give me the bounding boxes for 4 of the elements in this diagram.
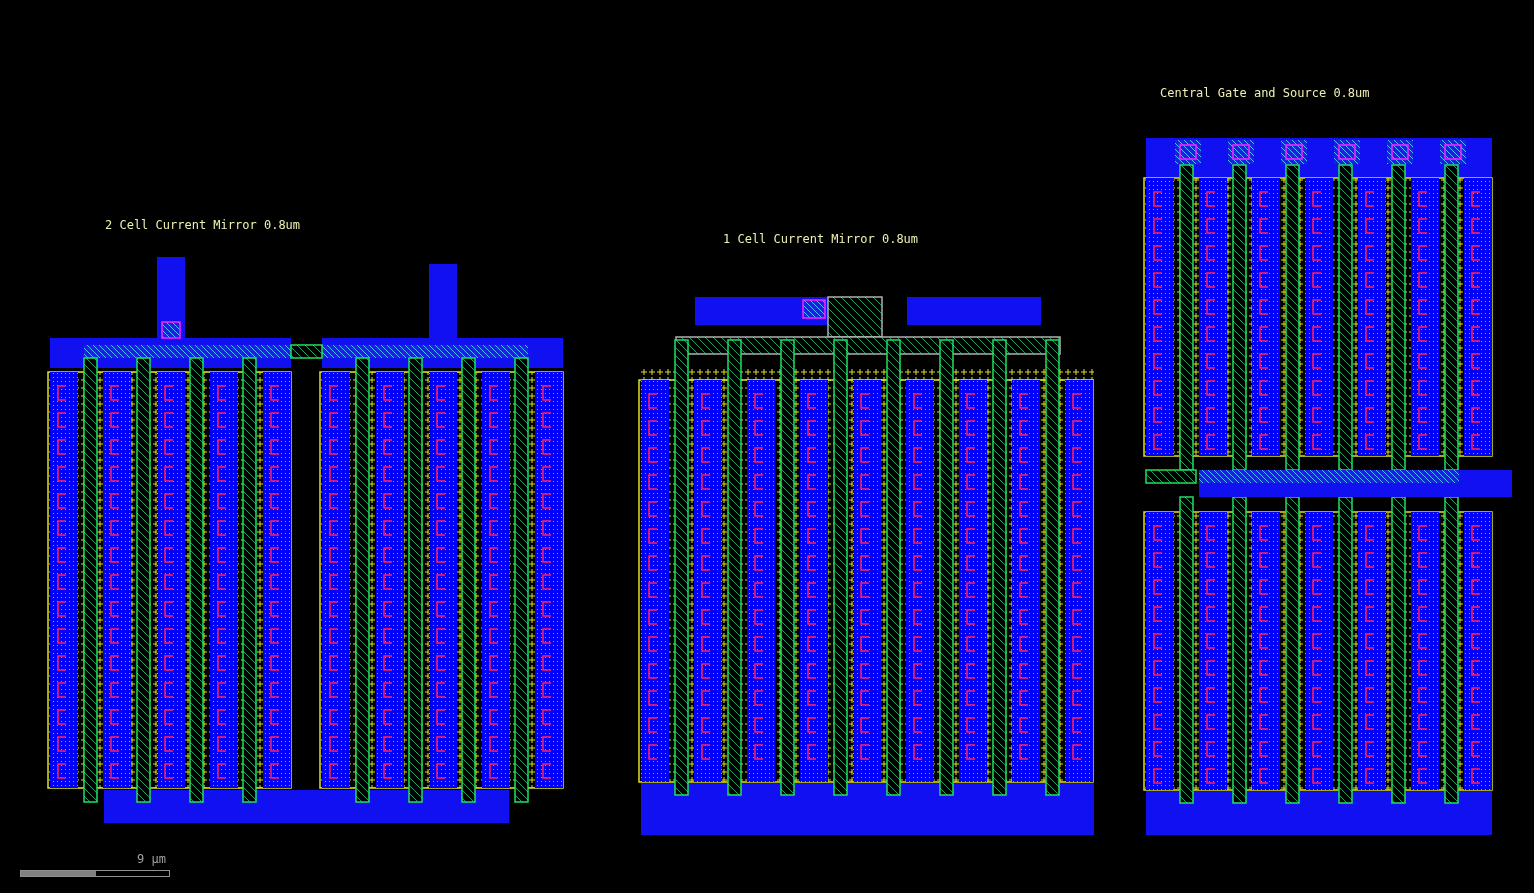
layout-title: 1 Cell Current Mirror 0.8um <box>723 232 919 246</box>
layout-title: Central Gate and Source 0.8um <box>1160 86 1370 100</box>
scale-label: 9 µm <box>137 852 166 866</box>
layout-title: 2 Cell Current Mirror 0.8um <box>105 218 301 232</box>
